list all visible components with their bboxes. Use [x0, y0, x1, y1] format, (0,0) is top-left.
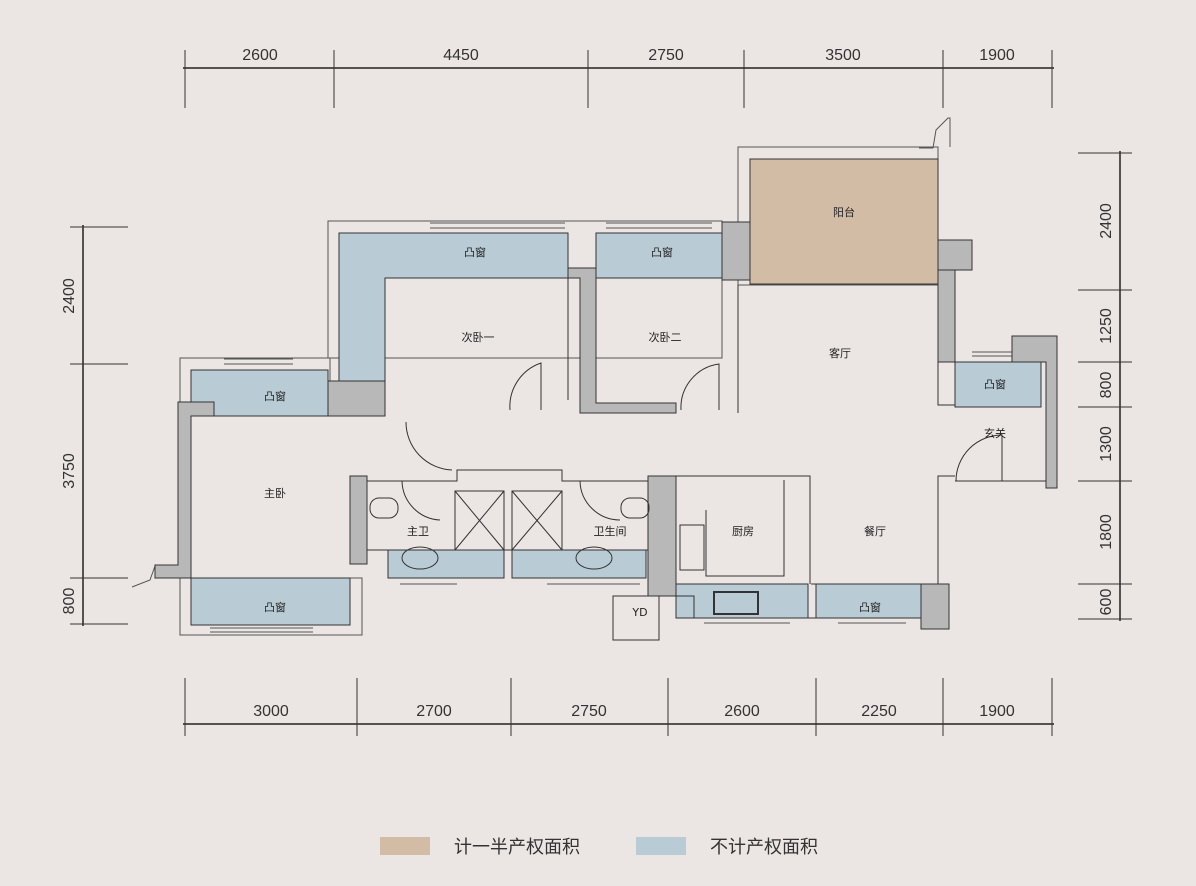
label-bay-window-4: 凸窗 [264, 600, 286, 614]
legend-label-excluded: 不计产权面积 [710, 837, 818, 858]
label-bathroom: 卫生间 [594, 524, 627, 538]
legend-label-half: 计一半产权面积 [454, 837, 580, 858]
dim-top-4: 3500 [825, 47, 861, 64]
left-dimension-line: 2400 3750 800 [61, 225, 128, 626]
dim-top-2: 4450 [443, 47, 479, 64]
dim-right-3: 800 [1098, 372, 1115, 399]
label-bay-window-3: 凸窗 [264, 389, 286, 403]
legend-half-area: 计一半产权面积 [380, 833, 580, 859]
legend-swatch-excluded [636, 837, 686, 855]
dim-right-6: 600 [1098, 589, 1115, 616]
dim-bottom-1: 3000 [253, 703, 289, 720]
dim-right-5: 1800 [1098, 514, 1115, 550]
dim-bottom-4: 2600 [724, 703, 760, 720]
label-master-bedroom: 主卧 [264, 487, 286, 500]
dim-top-1: 2600 [242, 47, 278, 64]
dim-left-3: 800 [61, 588, 78, 615]
dim-top-5: 1900 [979, 47, 1015, 64]
label-bay-window-1: 凸窗 [464, 245, 486, 259]
dim-right-4: 1300 [1098, 426, 1115, 462]
label-dining-room: 餐厅 [864, 524, 886, 538]
dim-bottom-2: 2700 [416, 703, 452, 720]
label-second-bedroom-1: 次卧一 [462, 330, 495, 344]
label-entrance: 玄关 [984, 426, 1006, 440]
dim-top-3: 2750 [648, 47, 684, 64]
label-yd: YD [631, 606, 647, 619]
dim-right-1: 2400 [1098, 203, 1115, 239]
bay-window-areas [190, 232, 1042, 626]
dim-bottom-3: 2750 [571, 703, 607, 720]
bottom-dimension-line: 3000 2700 2750 2600 2250 1900 [183, 678, 1054, 736]
label-bay-window-6: 凸窗 [859, 600, 881, 614]
door-swings [401, 362, 1003, 521]
label-bay-window-2: 凸窗 [651, 245, 673, 259]
dim-left-2: 3750 [61, 453, 78, 489]
top-dimension-line: 2600 4450 2750 3500 1900 [183, 47, 1054, 108]
dim-bottom-5: 2250 [861, 703, 897, 720]
right-dimension-line: 2400 1250 800 1300 1800 600 [1078, 151, 1132, 621]
walls [154, 221, 1058, 630]
dim-right-2: 1250 [1098, 308, 1115, 344]
label-bay-window-5: 凸窗 [984, 377, 1006, 391]
dim-left-1: 2400 [61, 278, 78, 314]
label-living-room: 客厅 [829, 346, 851, 360]
label-kitchen: 厨房 [732, 525, 754, 538]
legend-excluded-area: 不计产权面积 [636, 833, 818, 859]
label-balcony: 阳台 [833, 205, 855, 219]
room-outlines [191, 277, 1046, 641]
legend-swatch-half [380, 837, 430, 855]
balcony-area [749, 158, 939, 285]
room-labels: 阳台 客厅 次卧一 次卧二 主卧 主卫 卫生间 厨房 餐厅 玄关 凸窗 凸窗 凸… [264, 205, 1006, 619]
dim-bottom-6: 1900 [979, 703, 1015, 720]
label-second-bedroom-2: 次卧二 [649, 330, 682, 344]
label-master-bath: 主卫 [407, 525, 429, 538]
